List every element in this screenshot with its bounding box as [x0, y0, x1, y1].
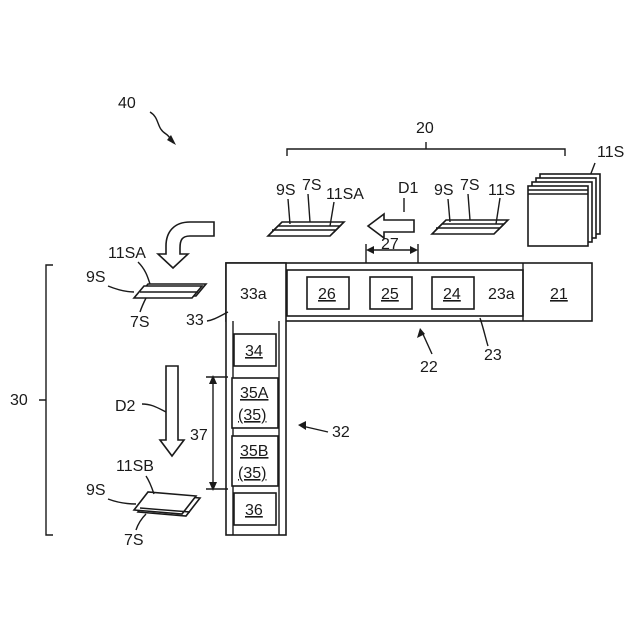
leader-32-arrowhead — [298, 421, 306, 430]
label-9S-top-mid: 9S — [276, 182, 296, 199]
label-unit-25: 25 — [381, 286, 399, 303]
label-direction-D2: D2 — [115, 398, 136, 415]
d2-leader — [142, 404, 166, 412]
label-unit-21: 21 — [550, 286, 568, 303]
label-unit-35B-sub: (35) — [238, 465, 266, 482]
label-pitch-27: 27 — [381, 236, 399, 253]
label-9S-left-top: 9S — [86, 269, 106, 286]
label-line-20: 20 — [416, 120, 434, 137]
turn-arrow — [158, 222, 214, 268]
label-conveyor-33: 33 — [186, 312, 204, 329]
label-11SA-left: 11SA — [108, 245, 146, 262]
label-stacker-11S: 11S — [597, 144, 624, 161]
label-conveyor-23: 23 — [484, 347, 502, 364]
leader-22 — [422, 332, 432, 354]
label-conveyor-23a: 23a — [488, 286, 515, 303]
label-unit-36: 36 — [245, 502, 263, 519]
label-conveyor-32: 32 — [332, 424, 350, 441]
leader-33 — [207, 312, 228, 321]
label-unit-34: 34 — [245, 343, 263, 360]
label-conveyor-33a: 33a — [240, 286, 267, 303]
label-unit-26: 26 — [318, 286, 336, 303]
label-9S-left-bottom: 9S — [86, 482, 106, 499]
label-direction-D1: D1 — [398, 180, 419, 197]
sheet-left-top — [134, 284, 206, 298]
label-unit-24: 24 — [443, 286, 461, 303]
label-pitch-37: 37 — [190, 427, 208, 444]
label-unit-35A-sub: (35) — [238, 407, 266, 424]
label-conveyor-22: 22 — [420, 359, 438, 376]
sheet-stack-11S — [528, 174, 600, 246]
label-7S-top-right: 7S — [460, 177, 480, 194]
label-unit-35B: 35B — [240, 443, 268, 460]
brace-line-30 — [39, 265, 53, 535]
brace-line-20 — [287, 142, 565, 156]
label-system-40: 40 — [118, 95, 136, 112]
label-11SA-top-mid: 11SA — [326, 186, 364, 203]
label-7S-left-bottom: 7S — [124, 532, 144, 549]
label-11S-top-right: 11S — [488, 182, 515, 199]
label-line-30: 30 — [10, 392, 28, 409]
leader-23 — [480, 318, 488, 346]
sheet-left-bottom — [134, 492, 200, 516]
label-11SB-left: 11SB — [116, 458, 154, 475]
label-unit-35A: 35A — [240, 385, 269, 402]
sheet-top-mid — [268, 222, 344, 236]
label-7S-top-mid: 7S — [302, 177, 322, 194]
d1-arrow-left — [368, 214, 414, 238]
label-7S-left-top: 7S — [130, 314, 150, 331]
label-9S-top-right: 9S — [434, 182, 454, 199]
